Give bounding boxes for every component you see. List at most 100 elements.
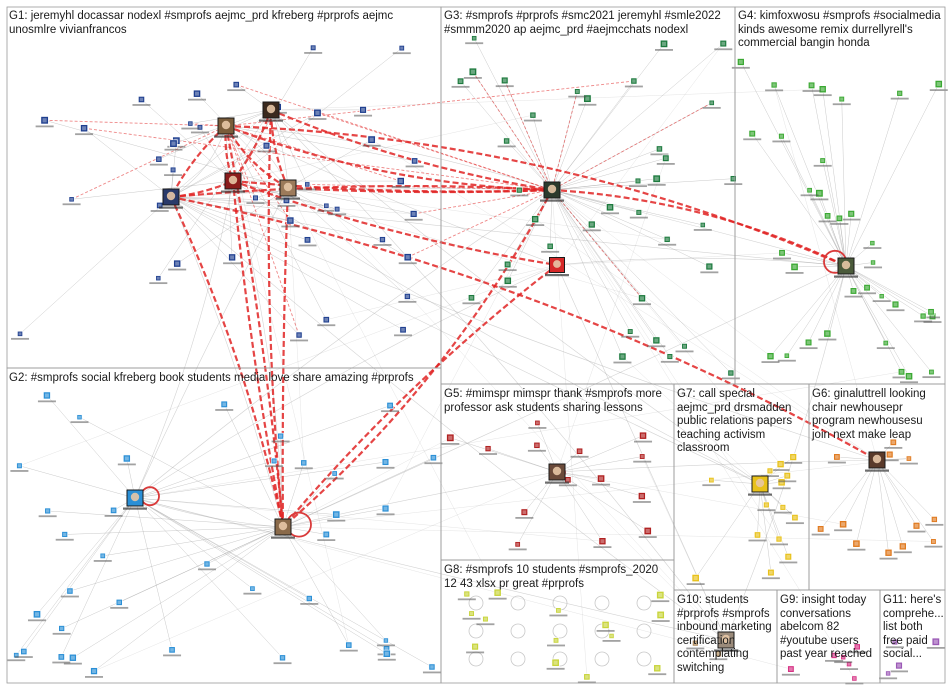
edge xyxy=(19,196,172,335)
node-g6 xyxy=(899,455,918,465)
hub-edge xyxy=(134,497,284,528)
node-g2 xyxy=(424,454,443,465)
edge xyxy=(46,395,136,499)
hub-node xyxy=(159,188,183,209)
edge xyxy=(102,526,284,557)
node-g1 xyxy=(298,236,317,247)
edge xyxy=(196,93,289,189)
node-g1 xyxy=(317,202,336,212)
edge xyxy=(845,265,932,313)
node-g2 xyxy=(27,610,46,622)
node-g1 xyxy=(35,116,54,128)
node-g9 xyxy=(848,643,867,654)
node-g6 xyxy=(907,522,926,533)
node-g4 xyxy=(813,157,832,167)
edge xyxy=(487,448,558,473)
edge xyxy=(282,526,350,646)
node-g4 xyxy=(890,90,909,100)
hub-edge xyxy=(134,180,234,499)
edge xyxy=(740,61,847,267)
edge xyxy=(170,196,300,336)
edge xyxy=(551,189,668,240)
node-g4 xyxy=(842,210,861,221)
edge xyxy=(876,459,904,547)
node-g7 xyxy=(702,477,721,487)
node-g1 xyxy=(164,139,183,151)
edge xyxy=(170,112,318,198)
node-g2 xyxy=(63,653,82,665)
node-g5 xyxy=(479,445,498,455)
node-g1 xyxy=(227,81,246,92)
edge xyxy=(841,99,847,267)
self-loop-g8 xyxy=(468,623,484,639)
edge xyxy=(551,189,631,332)
self-loop-g8 xyxy=(510,623,526,639)
edge xyxy=(134,497,433,668)
red-thin-edge xyxy=(225,125,401,182)
edge-long xyxy=(622,356,761,485)
node-g7 xyxy=(773,504,792,514)
edge xyxy=(752,133,847,267)
node-g3 xyxy=(693,222,712,231)
panel-g6 xyxy=(808,383,946,591)
red-thin-edge xyxy=(317,112,553,191)
edge xyxy=(23,497,136,652)
node-g4 xyxy=(813,85,832,97)
hub-node xyxy=(865,451,889,472)
node-g1 xyxy=(317,316,336,327)
edge-long xyxy=(556,43,724,266)
hub-edge xyxy=(170,196,284,528)
node-g2 xyxy=(37,391,56,403)
node-g2 xyxy=(376,504,395,516)
node-g3 xyxy=(621,328,640,338)
self-loop-g8 xyxy=(636,623,652,639)
node-g4 xyxy=(773,249,792,260)
edge xyxy=(551,189,639,213)
node-g1 xyxy=(190,124,209,134)
node-g2 xyxy=(197,560,216,571)
hub-edge xyxy=(170,196,847,267)
node-g7 xyxy=(757,501,776,512)
node-g3 xyxy=(541,242,560,253)
red-thin-edge xyxy=(84,127,553,191)
node-g1 xyxy=(373,236,392,246)
edge xyxy=(64,526,284,535)
edge xyxy=(876,459,935,520)
edge xyxy=(786,265,847,356)
node-g3 xyxy=(724,175,743,186)
node-g7 xyxy=(772,478,791,490)
node-g6 xyxy=(893,542,912,554)
edge xyxy=(69,526,284,592)
node-g3 xyxy=(700,262,719,274)
edge-long xyxy=(326,264,558,320)
node-g2 xyxy=(10,462,29,472)
node-g2 xyxy=(60,587,79,598)
red-thin-edge xyxy=(551,102,712,191)
node-g4 xyxy=(743,130,762,141)
node-g1 xyxy=(75,124,94,136)
edge xyxy=(517,471,558,545)
node-g5 xyxy=(638,527,657,538)
node-g11 xyxy=(879,670,898,680)
panel-g4 xyxy=(734,6,946,385)
node-g4 xyxy=(858,284,877,295)
edge-long xyxy=(535,219,878,461)
edge-long xyxy=(134,497,791,670)
edge xyxy=(504,80,553,191)
hub-node xyxy=(123,489,147,510)
node-g2 xyxy=(422,663,441,674)
node-g6 xyxy=(811,525,830,536)
edge xyxy=(551,148,660,191)
edge xyxy=(845,83,939,267)
edge xyxy=(134,497,253,589)
edge xyxy=(47,510,284,528)
node-g2 xyxy=(300,595,319,605)
self-loop-g8 xyxy=(510,595,526,611)
node-g1 xyxy=(11,330,30,340)
node-g1 xyxy=(246,194,265,205)
hub-edge xyxy=(556,264,727,641)
edge-long xyxy=(326,205,727,641)
node-g3 xyxy=(498,260,517,272)
edge xyxy=(72,526,284,658)
